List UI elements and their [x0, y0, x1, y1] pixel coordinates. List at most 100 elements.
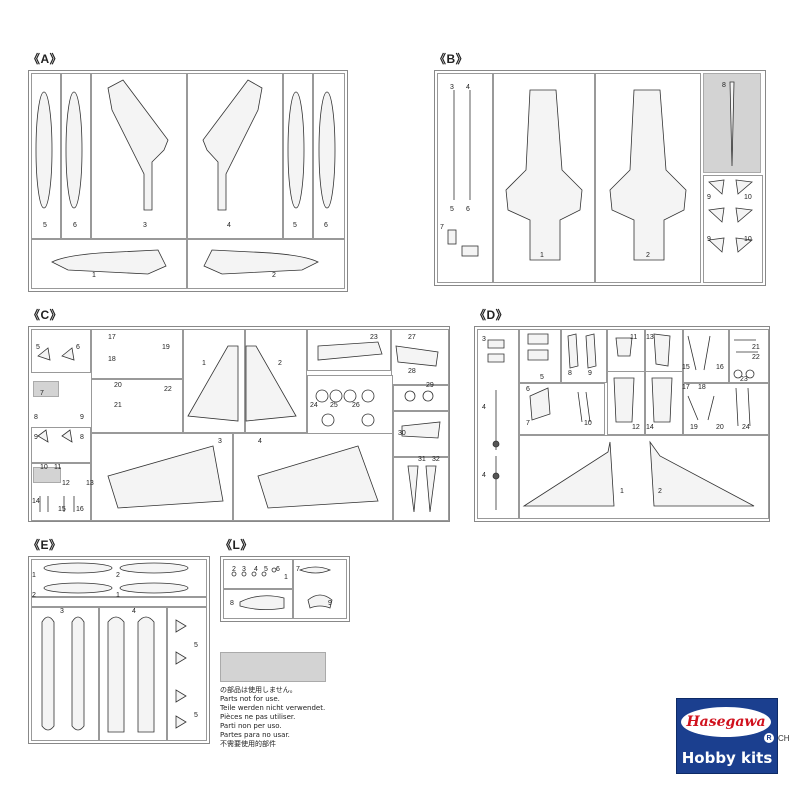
part-number: 32: [432, 456, 440, 463]
part-number: 4: [482, 472, 486, 479]
notice-line: Pièces ne pas utiliser.: [220, 713, 296, 721]
part-number: 5: [293, 222, 297, 229]
part-number: 3: [242, 566, 246, 573]
part-cell: [223, 559, 293, 589]
part-number: 3: [482, 336, 486, 343]
part-number: 5: [194, 642, 198, 649]
section-label-b: 《B》: [434, 52, 469, 66]
part-number: 1: [32, 572, 36, 579]
part-number: 11: [54, 464, 62, 471]
part-number: 29: [426, 382, 434, 389]
notice-line: Parts not for use.: [220, 695, 280, 703]
section-label-l: 《L》: [220, 538, 253, 552]
part-number: 22: [752, 354, 760, 361]
part-number: 14: [32, 498, 40, 505]
part-number: 26: [352, 402, 360, 409]
unused-part-cell: [33, 467, 61, 483]
part-number: 23: [370, 334, 378, 341]
part-number: 19: [162, 344, 170, 351]
part-number: 13: [86, 480, 94, 487]
part-number: 16: [716, 364, 724, 371]
part-number: 9: [328, 600, 332, 607]
part-number: 1: [284, 574, 288, 581]
part-number: 22: [164, 386, 172, 393]
part-number: 18: [698, 384, 706, 391]
part-number: 6: [466, 206, 470, 213]
part-cell: [167, 607, 207, 741]
part-number: 20: [114, 382, 122, 389]
canopy-drawing: [231, 566, 333, 610]
notice-line: Parti non per uso.: [220, 722, 282, 730]
part-number: 20: [716, 424, 724, 431]
part-number: 2: [32, 592, 36, 599]
part-number: 4: [466, 84, 470, 91]
part-number: 10: [744, 194, 752, 201]
part-number: 21: [114, 402, 122, 409]
part-number: 2: [658, 488, 662, 495]
part-number: 9: [588, 370, 592, 377]
part-number: 10: [40, 464, 48, 471]
part-number: 17: [682, 384, 690, 391]
part-cell: [729, 329, 769, 383]
part-number: 9: [34, 434, 38, 441]
part-cell: [393, 385, 449, 411]
part-number: 10: [584, 420, 592, 427]
part-number: 2: [278, 360, 282, 367]
part-number: 5: [540, 374, 544, 381]
part-number: 16: [76, 506, 84, 513]
part-number: 13: [646, 334, 654, 341]
part-number: 24: [310, 402, 318, 409]
part-number: 11: [630, 334, 638, 341]
part-number: 18: [108, 356, 116, 363]
part-number: 5: [43, 222, 47, 229]
part-number: 2: [646, 252, 650, 259]
unused-part-cell: [33, 381, 59, 397]
part-number: 1: [540, 252, 544, 259]
notice-line: Partes para no usar.: [220, 731, 290, 739]
part-number: 15: [682, 364, 690, 371]
part-number: 12: [632, 424, 640, 431]
part-number: 4: [258, 438, 262, 445]
section-label-a: 《A》: [28, 52, 63, 66]
part-number: 5: [450, 206, 454, 213]
part-number: 10: [744, 236, 752, 243]
part-number: 6: [324, 222, 328, 229]
notice-line: の部品は使用しません。: [220, 686, 297, 694]
part-number: 5: [194, 712, 198, 719]
tail-fin-drawing: [487, 333, 758, 510]
part-number: 17: [108, 334, 116, 341]
part-number: 31: [418, 456, 426, 463]
fuselage-drawing: [447, 81, 753, 261]
part-number: 15: [58, 506, 66, 513]
logo-subtitle: Hobby kits: [681, 749, 773, 767]
part-number: 30: [398, 430, 406, 437]
part-number: 1: [202, 360, 206, 367]
part-number: 4: [132, 608, 136, 615]
part-number: 28: [408, 368, 416, 375]
part-cell: [31, 597, 207, 607]
notice-line: Teile werden nicht verwendet.: [220, 704, 326, 712]
part-number: 6: [526, 386, 530, 393]
part-cell: [683, 329, 729, 383]
part-number: 3: [143, 222, 147, 229]
part-number: 8: [568, 370, 572, 377]
section-label-c: 《C》: [28, 308, 63, 322]
part-number: 3: [218, 438, 222, 445]
part-number: 8: [230, 600, 234, 607]
part-cell: [91, 329, 183, 379]
part-number: 7: [40, 390, 44, 397]
part-cell: [703, 175, 763, 283]
section-label-e: 《E》: [28, 538, 62, 552]
part-number: 4: [482, 404, 486, 411]
part-number: 25: [330, 402, 338, 409]
part-number: 4: [227, 222, 231, 229]
part-number: 7: [296, 566, 300, 573]
logo-brand: Hasegawa: [681, 707, 771, 737]
part-number: 7: [526, 420, 530, 427]
part-number: 2: [116, 572, 120, 579]
part-number: 21: [752, 344, 760, 351]
part-number: 9: [80, 414, 84, 421]
hasegawa-logo: Hasegawa R Hobby kits: [676, 698, 778, 774]
part-number: 4: [254, 566, 258, 573]
registered-mark: R: [764, 733, 774, 743]
